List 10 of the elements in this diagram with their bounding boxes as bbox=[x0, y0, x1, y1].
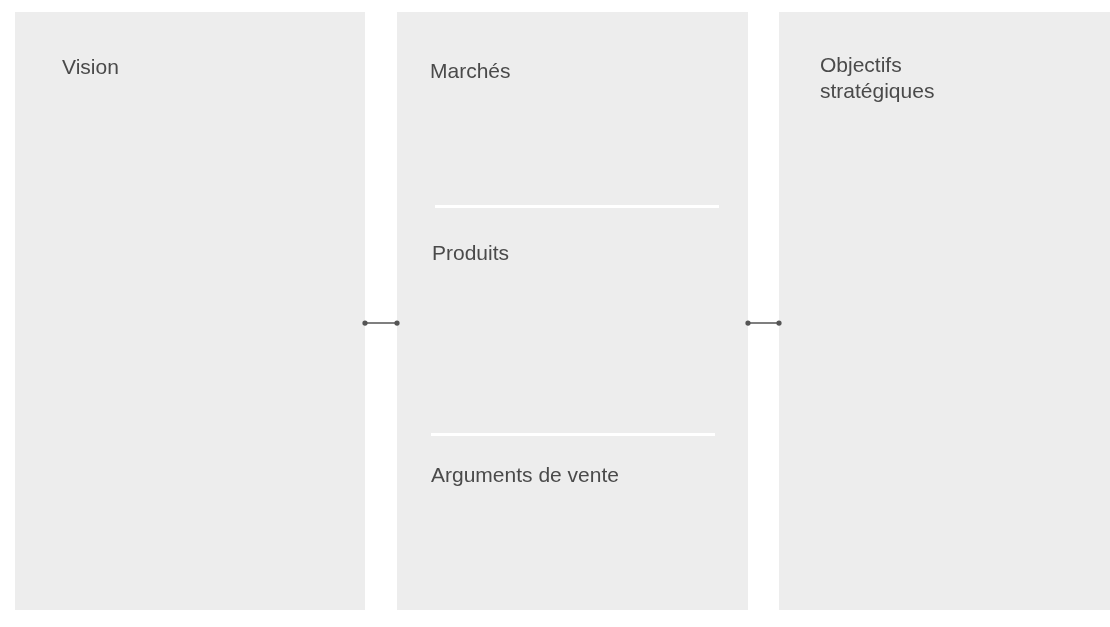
connector-line bbox=[745, 320, 782, 326]
connector-line bbox=[362, 320, 400, 326]
panel-heading: Objectifs stratégiques bbox=[820, 52, 936, 104]
column-panel bbox=[397, 12, 748, 610]
panel-heading: Arguments de vente bbox=[431, 462, 619, 488]
panel-heading: Marchés bbox=[430, 58, 511, 84]
panel-heading: Produits bbox=[432, 240, 510, 266]
panel-heading: Vision bbox=[62, 54, 119, 80]
column-panel bbox=[779, 12, 1110, 610]
column-panel bbox=[15, 12, 365, 610]
